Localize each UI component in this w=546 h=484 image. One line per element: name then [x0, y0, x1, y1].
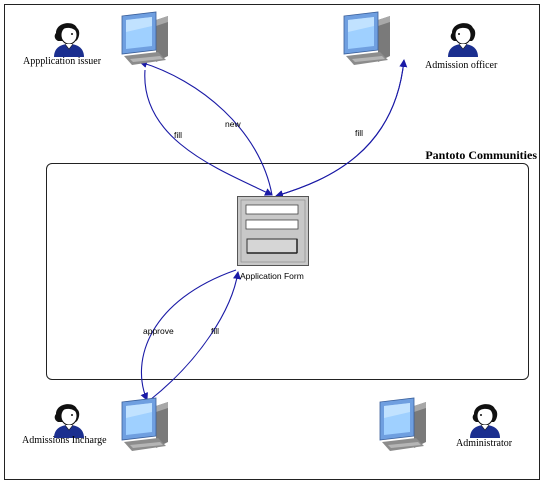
- person-icon: [444, 17, 484, 57]
- computer-icon: [116, 11, 172, 68]
- edge-issuer-fill: [144, 69, 273, 196]
- actor-label-admission-officer: Admission officer: [425, 60, 498, 71]
- person-icon: [48, 17, 88, 57]
- edge-label-issuer-fill: fill: [174, 130, 183, 140]
- computer-icon: [338, 11, 394, 68]
- edge-label-issuer-new: new: [225, 119, 241, 129]
- person-icon: [466, 398, 506, 438]
- edge-officer-return: [275, 59, 408, 197]
- edge-officer-fill: [275, 59, 405, 198]
- actor-label-administrator: Administrator: [456, 438, 513, 449]
- computer-icon: [374, 397, 430, 454]
- application-form-label: Application Form: [240, 271, 304, 281]
- actor-label-application-issuer: Appplication issuer: [23, 56, 102, 67]
- person-icon: [48, 398, 88, 438]
- edge-label-incharge-approve: approve: [143, 326, 174, 336]
- edge-incharge-approve: [140, 269, 237, 401]
- computer-icon: [116, 397, 172, 454]
- edge-label-officer-fill: fill: [355, 128, 364, 138]
- edge-incharge-fill: [149, 271, 241, 401]
- edge-issuer-new: [139, 60, 273, 196]
- application-form-icon[interactable]: [237, 196, 309, 266]
- pantoto-communities-box: [46, 163, 529, 380]
- actor-label-admissions-incharge: Admissions Incharge: [22, 435, 107, 446]
- pantoto-communities-title: Pantoto Communities: [425, 148, 537, 162]
- edge-label-incharge-fill: fill: [211, 326, 220, 336]
